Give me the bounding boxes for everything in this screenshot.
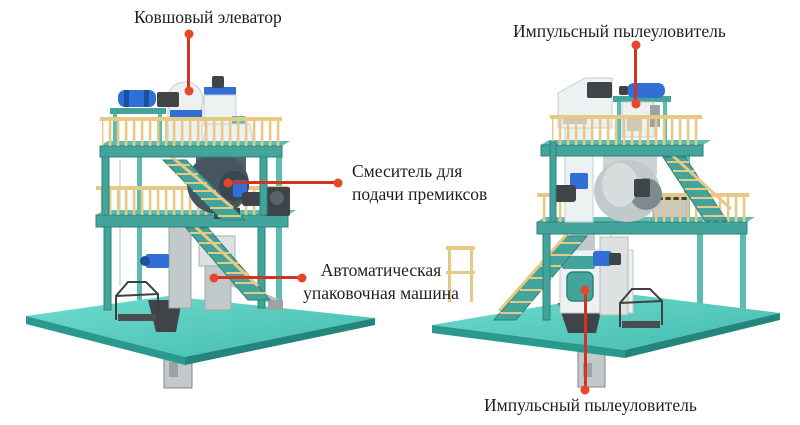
blue-motor [140,254,169,268]
label-dust-collector-top: Импульсный пылеуловитель [513,21,726,41]
callout-dot [297,273,307,282]
frame-post [542,232,551,321]
callout-line-dust-collector-bottom [583,291,587,388]
callout-dot [333,178,343,187]
label-dust-collector-bottom: Импульсный пылеуловитель [484,395,697,415]
blue-pump [570,173,588,189]
callout-dot [223,178,233,187]
frame-post [103,225,112,311]
landing-railing [446,246,475,302]
elevator-column [168,225,192,309]
bag-frame [115,281,159,321]
label-premix-mixer: Смеситель для подачи премиксов [352,160,487,206]
callout-line-bucket-elevator [187,36,190,90]
railing-top [550,115,702,145]
callout-dot [184,86,193,96]
callout-line-dust-collector-top [634,47,637,103]
head-motor [587,82,612,98]
callout-dot [580,285,590,294]
blue-band [170,110,202,119]
label-line: Смеситель для [352,161,463,181]
teal-door [566,271,594,302]
callout-dot [209,273,219,282]
callout-dot [580,385,590,394]
stairs-lower [446,224,589,321]
teal-cap [562,256,595,269]
callout-dot [184,29,193,38]
blue-drum [627,83,665,98]
collector-cap [212,76,224,88]
frame-post [549,141,557,223]
callout-dot [631,99,640,109]
stairs-lower [182,214,272,301]
blue-drum [118,90,156,107]
railing-top [100,117,282,146]
floor-plate [432,293,780,358]
frame-post [697,233,703,313]
frame-post [259,155,268,216]
floor-plate [26,296,375,365]
frame-post [740,233,746,310]
stairs-upper [659,143,733,222]
label-line: упаковочная машина [303,283,459,303]
frame-post [101,155,110,216]
callout-line-packing-machine [215,276,301,279]
head-motor [157,92,179,107]
machine-illustration-left [26,76,375,389]
machine-illustration-right [432,77,780,388]
blue-roller [593,251,612,266]
label-packing-machine: Автоматическая упаковочная машина [298,259,464,305]
label-bucket-elevator: Ковшовый элеватор [134,7,282,27]
label-line: подачи премиксов [352,184,488,204]
stairs-upper [160,146,247,221]
callout-line-premix-mixer [229,181,337,184]
aux-motor-unit [264,187,290,216]
bag-frame [619,288,663,328]
label-line: Автоматическая [320,260,442,280]
mixer-body [550,155,662,222]
callout-dot [631,40,640,50]
